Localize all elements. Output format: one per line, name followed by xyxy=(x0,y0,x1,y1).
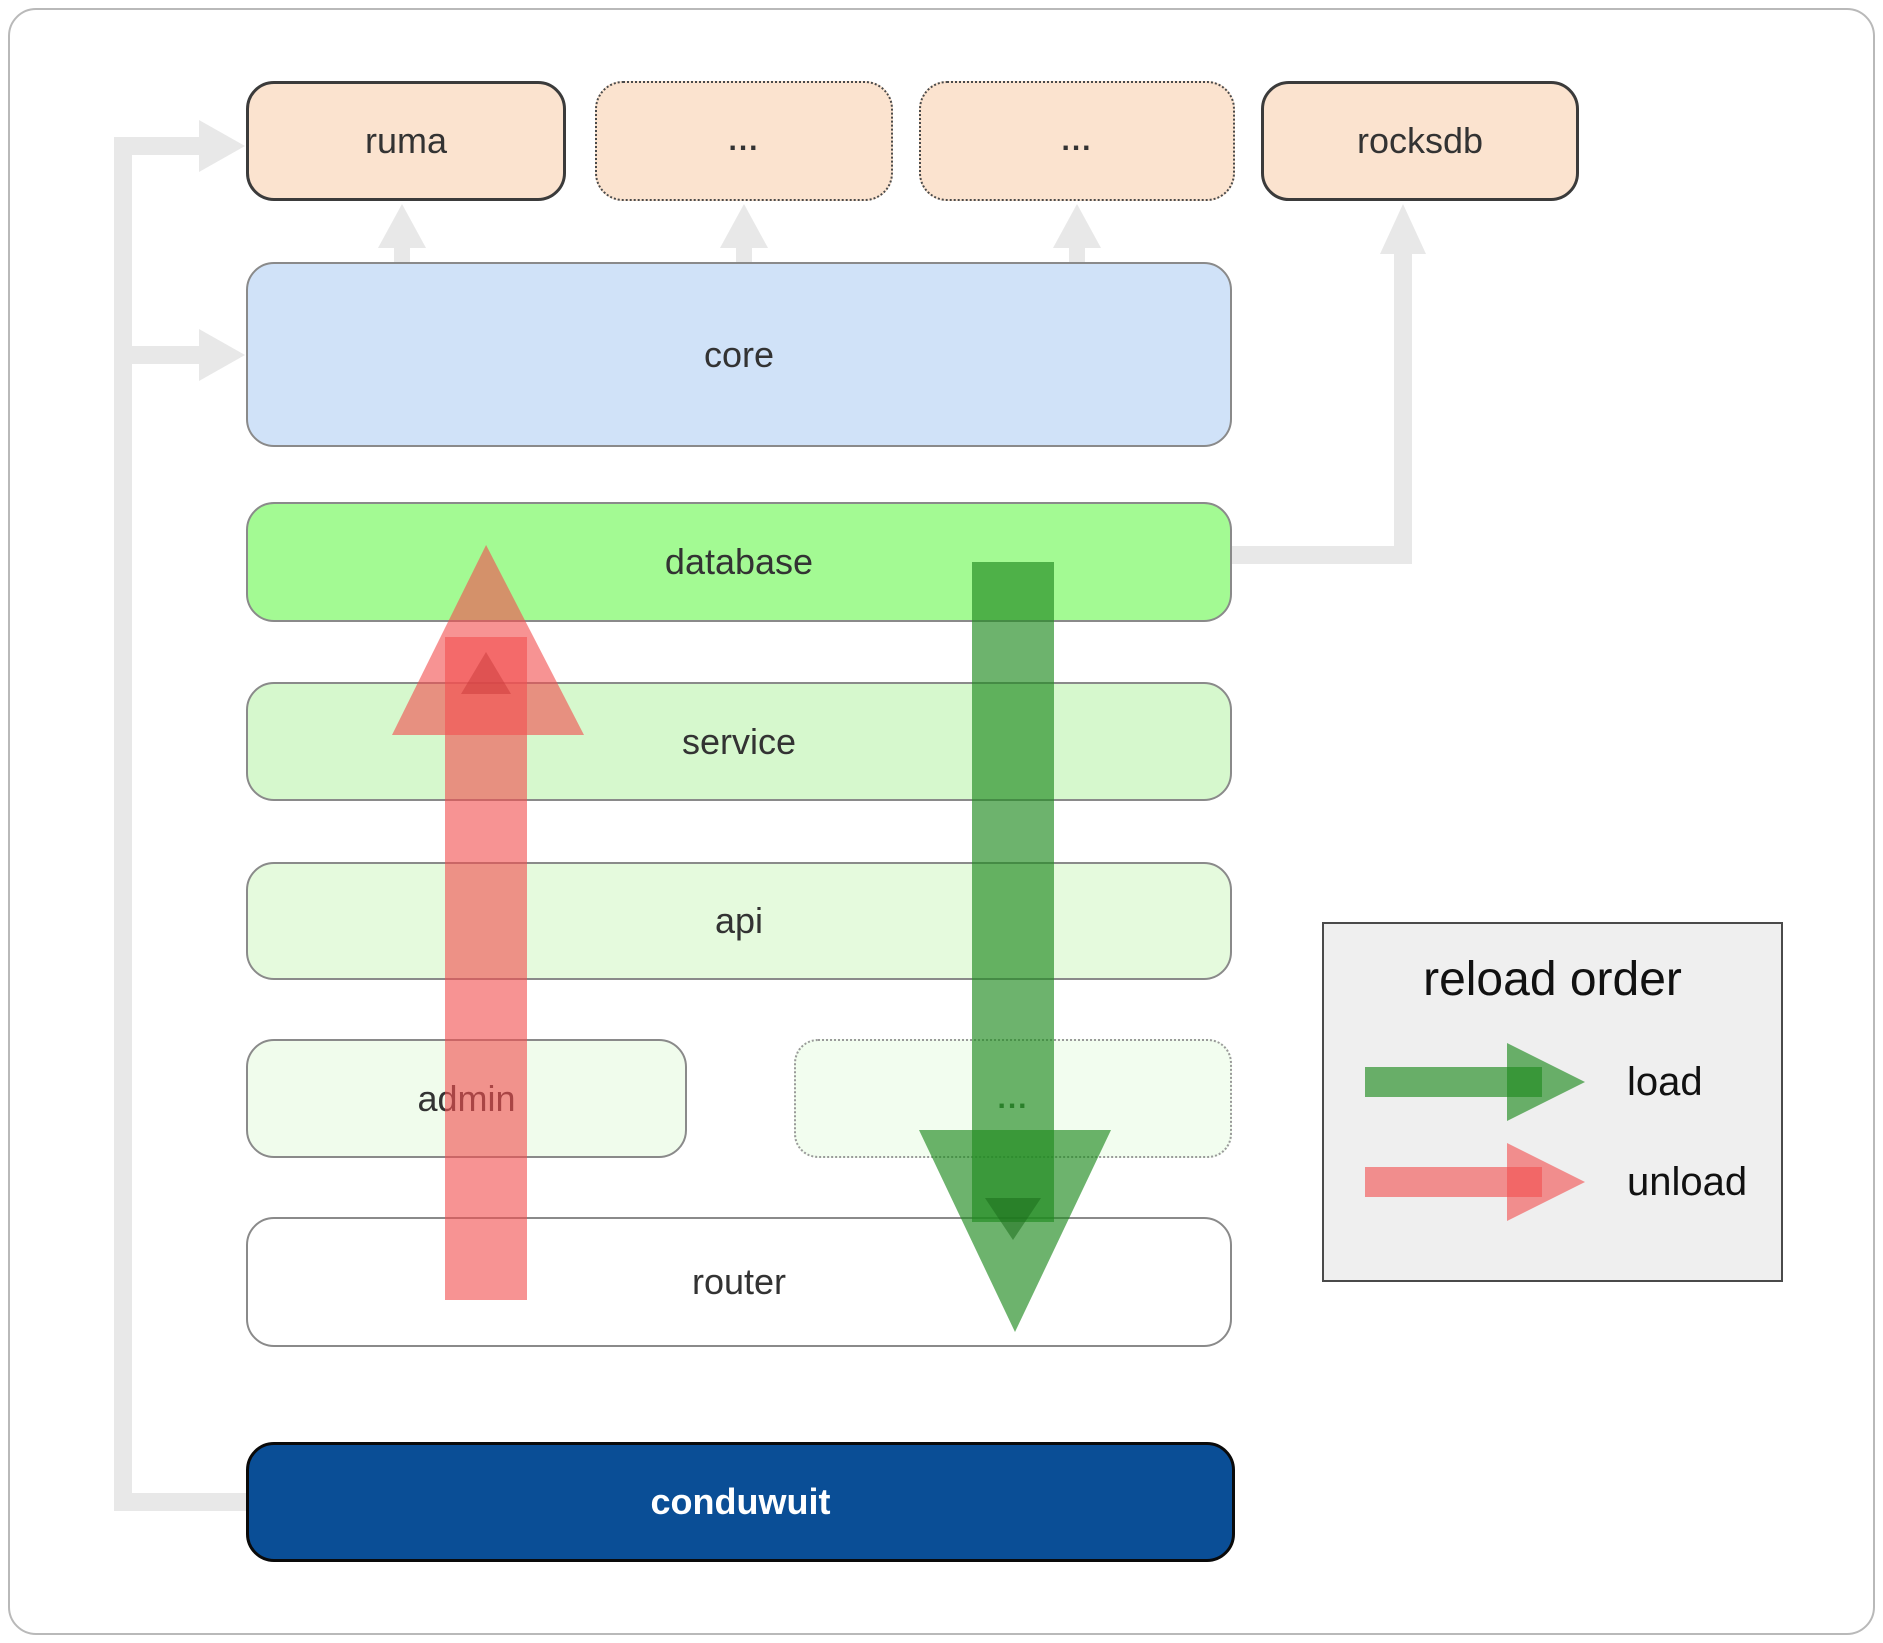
unload-arrow-shaft xyxy=(445,637,527,1300)
connector-database-horizontal xyxy=(1230,546,1412,564)
node-ellipsis-2: ... xyxy=(919,81,1235,201)
stub-core-ruma xyxy=(394,246,410,264)
node-ruma-label: ruma xyxy=(364,120,448,161)
connector-branch-ruma xyxy=(114,137,202,155)
node-conduwuit: conduwuit xyxy=(246,1442,1235,1562)
node-rocksdb-label: rocksdb xyxy=(1356,120,1484,161)
node-ellipsis-1: ... xyxy=(595,81,893,201)
outer-border xyxy=(8,8,1875,1635)
node-conduwuit-label: conduwuit xyxy=(650,1481,831,1522)
node-ellipsis-2-label: ... xyxy=(1061,124,1093,157)
connector-database-vertical xyxy=(1394,250,1412,564)
node-core: core xyxy=(246,262,1232,447)
node-database-label: database xyxy=(664,541,814,582)
stub-core-ellipsis-1 xyxy=(736,246,752,264)
legend-load-arrow-head-icon xyxy=(1507,1043,1585,1121)
node-core-label: core xyxy=(703,333,775,375)
node-router-label: router xyxy=(691,1261,787,1302)
legend-unload-label: unload xyxy=(1627,1160,1748,1204)
node-service-label: service xyxy=(681,720,797,762)
stub-core-ellipsis-2 xyxy=(1069,246,1085,264)
legend-title: reload order xyxy=(1423,953,1682,1006)
node-rocksdb: rocksdb xyxy=(1261,81,1579,201)
node-router: router xyxy=(246,1217,1232,1347)
node-api-label: api xyxy=(714,900,764,941)
legend-unload-arrow-head-icon xyxy=(1507,1143,1585,1221)
legend-load-label: load xyxy=(1627,1060,1703,1104)
node-ellipsis-1-label: ... xyxy=(728,124,760,157)
node-database: database xyxy=(246,502,1232,622)
connector-branch-core xyxy=(114,346,202,364)
node-service: service xyxy=(246,682,1232,801)
node-ruma: ruma xyxy=(246,81,566,201)
node-api: api xyxy=(246,862,1232,980)
legend: reload order load unload xyxy=(1322,922,1783,1282)
load-arrow-shaft xyxy=(972,562,1054,1222)
connector-conduwuit-bottom xyxy=(114,1493,248,1511)
connector-conduwuit-vertical xyxy=(114,137,132,1511)
